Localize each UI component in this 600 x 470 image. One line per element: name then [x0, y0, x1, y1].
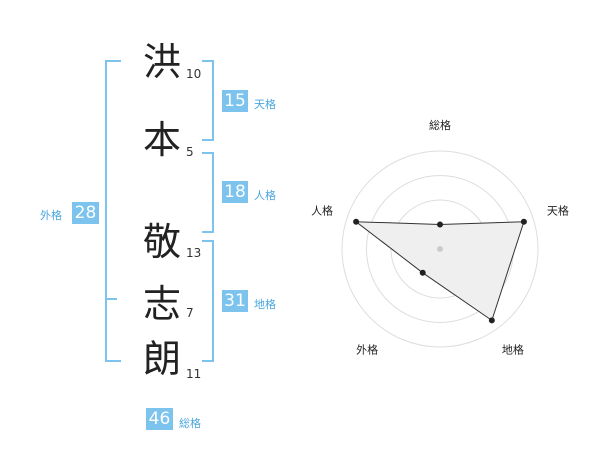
jinkaku-label: 人格 — [254, 189, 276, 202]
radar-point — [353, 218, 360, 225]
name-char-5-strokes: 11 — [186, 367, 202, 381]
jinkaku-bracket — [202, 152, 214, 233]
radar-axis-label: 地格 — [502, 342, 524, 356]
tenkaku-badge: 15 — [222, 90, 248, 112]
soukaku-badge: 46 — [146, 408, 173, 430]
gaikaku-label: 外格 — [40, 209, 62, 222]
name-char-4: 志 — [142, 282, 181, 326]
gaikaku-badge: 28 — [72, 202, 99, 224]
tenkaku-bracket — [202, 60, 214, 141]
radar-point — [419, 269, 426, 276]
radar-ring — [341, 150, 539, 348]
chikaku-label: 地格 — [254, 298, 276, 311]
radar-axis-label: 天格 — [547, 204, 569, 218]
gaikaku-bracket-mid-tick — [105, 298, 117, 300]
name-char-1-strokes: 10 — [186, 67, 202, 81]
tenkaku-label: 天格 — [254, 98, 276, 111]
chikaku-bracket — [202, 240, 214, 362]
radar-point — [520, 218, 527, 225]
radar-area — [354, 221, 525, 322]
name-char-2-strokes: 5 — [186, 145, 194, 159]
name-char-3-strokes: 13 — [186, 246, 202, 260]
radar-axis-label: 人格 — [311, 204, 333, 218]
chikaku-badge: 31 — [222, 290, 248, 312]
radar-axis-label: 総格 — [429, 118, 451, 132]
radar-center-dot — [437, 246, 443, 252]
name-char-3: 敬 — [142, 220, 181, 264]
radar-point — [488, 317, 495, 324]
radar-axis-label: 外格 — [356, 342, 378, 356]
gaikaku-bracket — [105, 60, 121, 362]
soukaku-label: 総格 — [179, 417, 201, 430]
name-char-5: 朗 — [142, 337, 181, 381]
radar-point — [437, 221, 443, 228]
name-char-2: 本 — [142, 118, 181, 162]
name-char-4-strokes: 7 — [186, 306, 194, 320]
jinkaku-badge: 18 — [222, 181, 248, 203]
name-char-1: 洪 — [142, 40, 181, 84]
